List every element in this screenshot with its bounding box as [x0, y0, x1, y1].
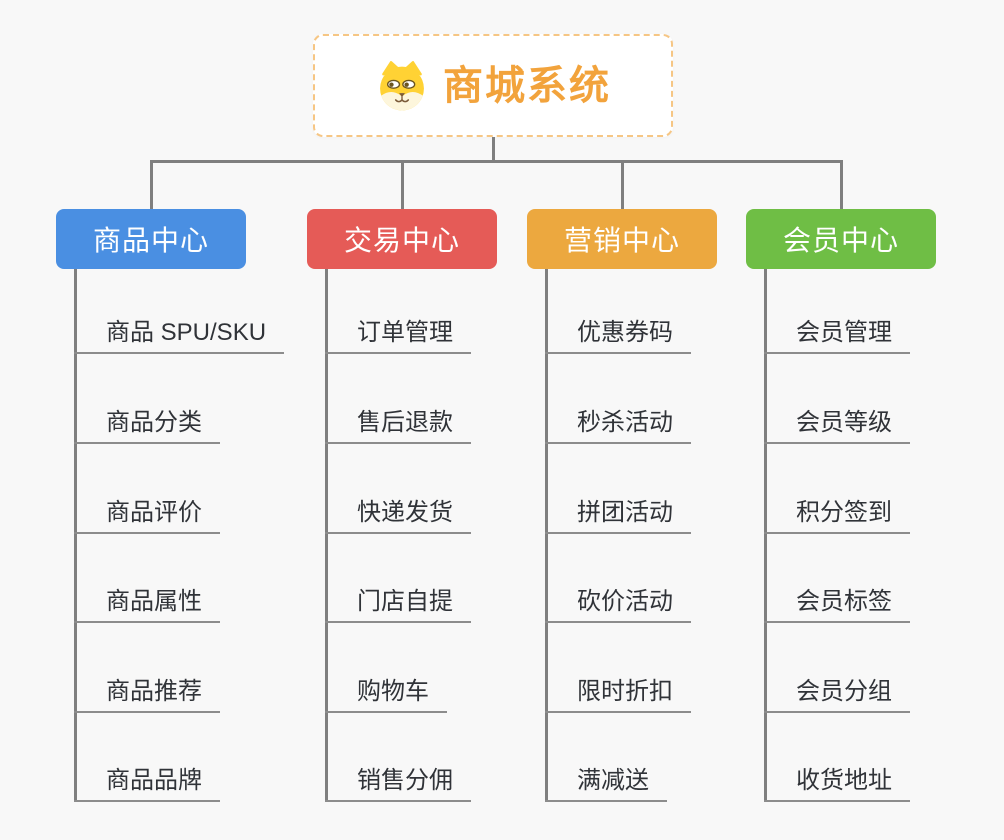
mindmap-item[interactable]: 售后退款: [325, 404, 471, 444]
dog-face-icon: [375, 60, 429, 112]
mindmap-item[interactable]: 砍价活动: [545, 583, 691, 623]
branch-rail-0: [74, 269, 77, 802]
mindmap-item[interactable]: 优惠券码: [545, 314, 691, 354]
connector-drop-1: [401, 160, 404, 209]
mindmap-item[interactable]: 商品推荐: [74, 673, 220, 713]
branch-node-label: 商品中心: [92, 225, 209, 256]
mindmap-item[interactable]: 快递发货: [325, 494, 471, 534]
mindmap-item[interactable]: 会员管理: [764, 314, 910, 354]
mindmap-item[interactable]: 会员分组: [764, 673, 910, 713]
mindmap-item-label: 商品推荐: [106, 677, 202, 705]
mindmap-item-label: 拼团活动: [577, 498, 673, 526]
mindmap-item-label: 商品分类: [106, 408, 202, 436]
connector-root-stub: [492, 137, 495, 163]
mindmap-item[interactable]: 商品 SPU/SKU: [74, 314, 285, 354]
mindmap-item[interactable]: 秒杀活动: [545, 404, 691, 444]
mindmap-item-label: 秒杀活动: [577, 408, 673, 436]
branch-rail-3: [764, 269, 767, 802]
branch-node-label: 营销中心: [563, 225, 680, 256]
mindmap-item-label: 商品属性: [106, 587, 202, 615]
mindmap-item-label: 砍价活动: [577, 587, 673, 615]
mindmap-item-label: 收货地址: [796, 766, 892, 794]
branch-rail-1: [325, 269, 328, 802]
mindmap-item[interactable]: 购物车: [325, 673, 447, 713]
mindmap-item[interactable]: 门店自提: [325, 583, 471, 623]
mindmap-item-label: 会员等级: [796, 408, 892, 436]
mindmap-item-label: 商品评价: [106, 498, 202, 526]
branch-node-label: 交易中心: [343, 225, 460, 256]
mindmap-item[interactable]: 满减送: [545, 762, 667, 802]
mindmap-item-label: 会员分组: [796, 677, 892, 705]
branch-node-0[interactable]: 商品中心: [56, 209, 246, 269]
branch-node-label: 会员中心: [782, 225, 899, 256]
root-node[interactable]: 商城系统: [313, 34, 673, 137]
mindmap-item[interactable]: 收货地址: [764, 762, 910, 802]
mindmap-item[interactable]: 商品评价: [74, 494, 220, 534]
mindmap-item-label: 会员标签: [796, 587, 892, 615]
mindmap-item-label: 商品 SPU/SKU: [106, 318, 267, 346]
mindmap-item[interactable]: 商品属性: [74, 583, 220, 623]
mindmap-item[interactable]: 会员等级: [764, 404, 910, 444]
mindmap-item-label: 优惠券码: [577, 318, 673, 346]
mindmap-item[interactable]: 拼团活动: [545, 494, 691, 534]
root-node-title: 商城系统: [443, 63, 611, 108]
connector-drop-0: [150, 160, 153, 209]
mindmap-item-label: 销售分佣: [357, 766, 453, 794]
mindmap-item-label: 商品品牌: [106, 766, 202, 794]
mindmap-item-label: 会员管理: [796, 318, 892, 346]
mindmap-item-label: 积分签到: [796, 498, 892, 526]
mindmap-item[interactable]: 销售分佣: [325, 762, 471, 802]
mindmap-item-label: 售后退款: [357, 408, 453, 436]
connector-drop-3: [840, 160, 843, 209]
mindmap-item[interactable]: 订单管理: [325, 314, 471, 354]
mindmap-item-label: 限时折扣: [577, 677, 673, 705]
connector-drop-2: [621, 160, 624, 209]
branch-rail-2: [545, 269, 548, 802]
mindmap-item[interactable]: 商品品牌: [74, 762, 220, 802]
connector-bus: [150, 160, 843, 163]
mindmap-item[interactable]: 商品分类: [74, 404, 220, 444]
mindmap-item-label: 购物车: [357, 677, 429, 705]
mindmap-item-label: 门店自提: [357, 587, 453, 615]
branch-node-1[interactable]: 交易中心: [307, 209, 497, 269]
mindmap-item-label: 订单管理: [357, 318, 453, 346]
mindmap-item-label: 快递发货: [357, 498, 453, 526]
mindmap-item[interactable]: 会员标签: [764, 583, 910, 623]
branch-node-2[interactable]: 营销中心: [527, 209, 717, 269]
branch-node-3[interactable]: 会员中心: [746, 209, 936, 269]
mindmap-item-label: 满减送: [577, 766, 649, 794]
mindmap-item[interactable]: 限时折扣: [545, 673, 691, 713]
mindmap-item[interactable]: 积分签到: [764, 494, 910, 534]
